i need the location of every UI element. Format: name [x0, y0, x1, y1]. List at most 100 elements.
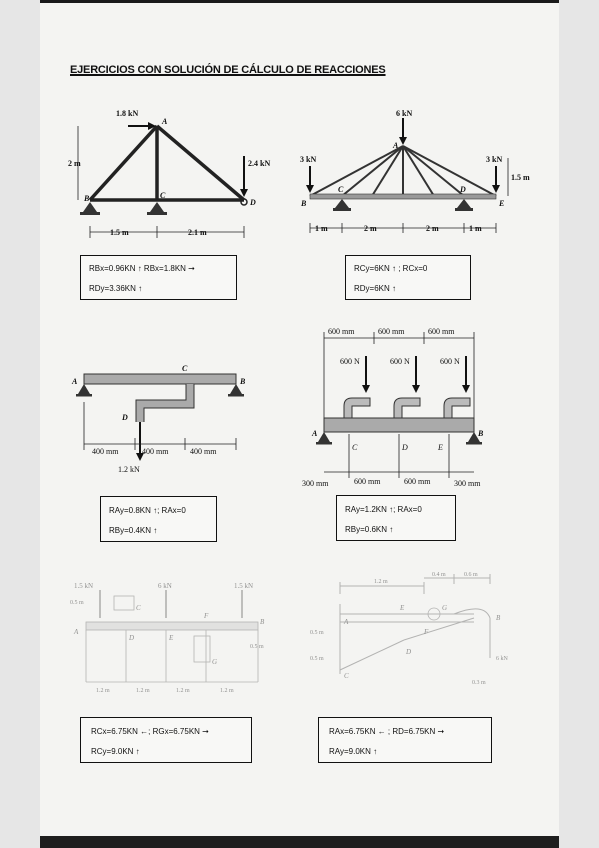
answer-line: RBx=0.96KN ↑ RBx=1.8KN ➞ [89, 264, 195, 273]
dimension-label: 600 mm [378, 327, 405, 336]
node-label: A [311, 429, 318, 438]
page-title: EJERCICIOS CON SOLUCIÓN DE CÁLCULO DE RE… [70, 64, 386, 76]
answer-line: RDy=6KN ↑ [354, 284, 397, 293]
dimension-label: 600 mm [404, 477, 431, 486]
node-label: E [437, 443, 443, 452]
load-label: 1.2 kN [118, 465, 140, 474]
load-label: 6 kN [158, 582, 172, 590]
node-label: D [249, 198, 256, 207]
node-label: C [338, 185, 344, 194]
answer-line: RBy=0.4KN ↑ [109, 526, 158, 535]
node-label: D [405, 648, 411, 656]
answer-line: RAy=0.8KN ↑; RAx=0 [109, 506, 186, 515]
answer-box-3: RAy=0.8KN ↑; RAx=0 RBy=0.4KN ↑ [100, 496, 217, 542]
figure-truss-2: 6 kN 3 kN 3 kN A B C D E 1.5 m 1 m 2 m 2… [300, 109, 530, 233]
top-edge [40, 0, 559, 3]
figure-beam-4: 600 mm 600 mm 600 mm 600 N 600 N 600 N A… [302, 327, 484, 488]
load-label: 3 kN [486, 155, 502, 164]
node-label: A [161, 117, 168, 126]
load-label: 3 kN [300, 155, 316, 164]
node-label: F [423, 628, 429, 636]
node-label: E [399, 604, 405, 612]
dimension-label: 1.5 m [110, 228, 129, 237]
node-label: F [203, 612, 209, 620]
answer-line: RCy=9.0KN ↑ [91, 747, 140, 756]
dimension-label: 1.2 m [176, 688, 190, 694]
node-label: A [392, 141, 399, 150]
dimension-label: 1.2 m [96, 688, 110, 694]
answer-line: RDy=3.36KN ↑ [89, 284, 143, 293]
answer-line: RCy=6KN ↑ ; RCx=0 [354, 264, 428, 273]
dimension-label: 400 mm [142, 447, 169, 456]
dimension-label: 0.3 m [472, 680, 486, 686]
node-label: D [401, 443, 408, 452]
answer-box-6: RAx=6.75KN ← ; RD=6.75KN ➞ RAy=9.0KN ↑ [318, 717, 492, 763]
dimension-label: 0.5 m [70, 600, 84, 606]
dimension-label: 2 m [426, 224, 439, 233]
dimension-label: 1.2 m [374, 579, 388, 585]
dimension-label: 2.1 m [188, 228, 207, 237]
dimension-label: 1 m [469, 224, 482, 233]
node-label: C [182, 364, 188, 373]
load-label: 6 kN [496, 656, 509, 662]
node-label: A [71, 377, 78, 386]
answer-line: RBy=0.6KN ↑ [345, 525, 394, 534]
load-label: 600 N [440, 357, 460, 366]
node-label: G [442, 604, 447, 612]
bottom-edge [40, 836, 559, 848]
load-label: 600 N [390, 357, 410, 366]
node-label: B [477, 429, 484, 438]
dimension-label: 1.2 m [220, 688, 234, 694]
figure-frame-3: A B C D 400 mm 400 mm 400 mm 1.2 kN [71, 364, 246, 474]
node-label: A [73, 628, 79, 636]
node-label: D [121, 413, 128, 422]
dimension-label: 600 mm [428, 327, 455, 336]
node-label: E [498, 199, 504, 208]
answer-line: RCx=6.75KN ←; RGx=6.75KN ➞ [91, 727, 209, 736]
node-label: C [344, 672, 349, 680]
answer-line: RAy=1.2KN ↑; RAx=0 [345, 505, 422, 514]
node-label: B [496, 614, 501, 622]
dimension-label: 0.4 m [432, 572, 446, 578]
dimension-label: 2 m [68, 159, 81, 168]
load-label: 1.5 kN [74, 582, 93, 590]
node-label: D [128, 634, 134, 642]
figure-frame-6: 1.2 m 0.4 m 0.6 m 0.5 m 0.5 m 0.3 m A B … [310, 572, 509, 686]
load-label: 6 kN [396, 109, 412, 118]
dimension-label: 0.5 m [250, 644, 264, 650]
load-label: 1.5 kN [234, 582, 253, 590]
dimension-label: 600 mm [354, 477, 381, 486]
node-label: B [260, 618, 265, 626]
node-label: E [168, 634, 174, 642]
dimension-label: 400 mm [92, 447, 119, 456]
load-label: 2.4 kN [248, 159, 270, 168]
dimension-label: 2 m [364, 224, 377, 233]
load-label: 1.8 kN [116, 109, 138, 118]
node-label: B [83, 194, 90, 203]
node-label: B [300, 199, 307, 208]
answer-box-4: RAy=1.2KN ↑; RAx=0 RBy=0.6KN ↑ [336, 495, 456, 541]
node-label: D [459, 185, 466, 194]
answer-line: RAx=6.75KN ← ; RD=6.75KN ➞ [329, 727, 445, 736]
node-label: G [212, 658, 217, 666]
dimension-label: 300 mm [302, 479, 329, 488]
node-label: C [160, 191, 166, 200]
figure-truss-1: 1.8 kN 2.4 kN A B C D 2 m 1.5 m 2.1 m [68, 109, 270, 238]
dimension-label: 0.5 m [310, 656, 324, 662]
answer-box-5: RCx=6.75KN ←; RGx=6.75KN ➞ RCy=9.0KN ↑ [80, 717, 252, 763]
dimension-label: 1.5 m [511, 173, 530, 182]
figure-frame-5: 1.5 kN 6 kN 1.5 kN A B C D E F G 0.5 m 0… [70, 582, 265, 694]
node-label: A [343, 618, 349, 626]
dimension-label: 600 mm [328, 327, 355, 336]
answer-line: RAy=9.0KN ↑ [329, 747, 378, 756]
dimension-label: 0.5 m [310, 630, 324, 636]
node-label: C [352, 443, 358, 452]
answer-box-1: RBx=0.96KN ↑ RBx=1.8KN ➞ RDy=3.36KN ↑ [80, 255, 237, 300]
dimension-label: 300 mm [454, 479, 481, 488]
dimension-label: 1.2 m [136, 688, 150, 694]
dimension-label: 0.6 m [464, 572, 478, 578]
answer-box-2: RCy=6KN ↑ ; RCx=0 RDy=6KN ↑ [345, 255, 471, 300]
node-label: C [136, 604, 141, 612]
dimension-label: 400 mm [190, 447, 217, 456]
node-label: B [239, 377, 246, 386]
